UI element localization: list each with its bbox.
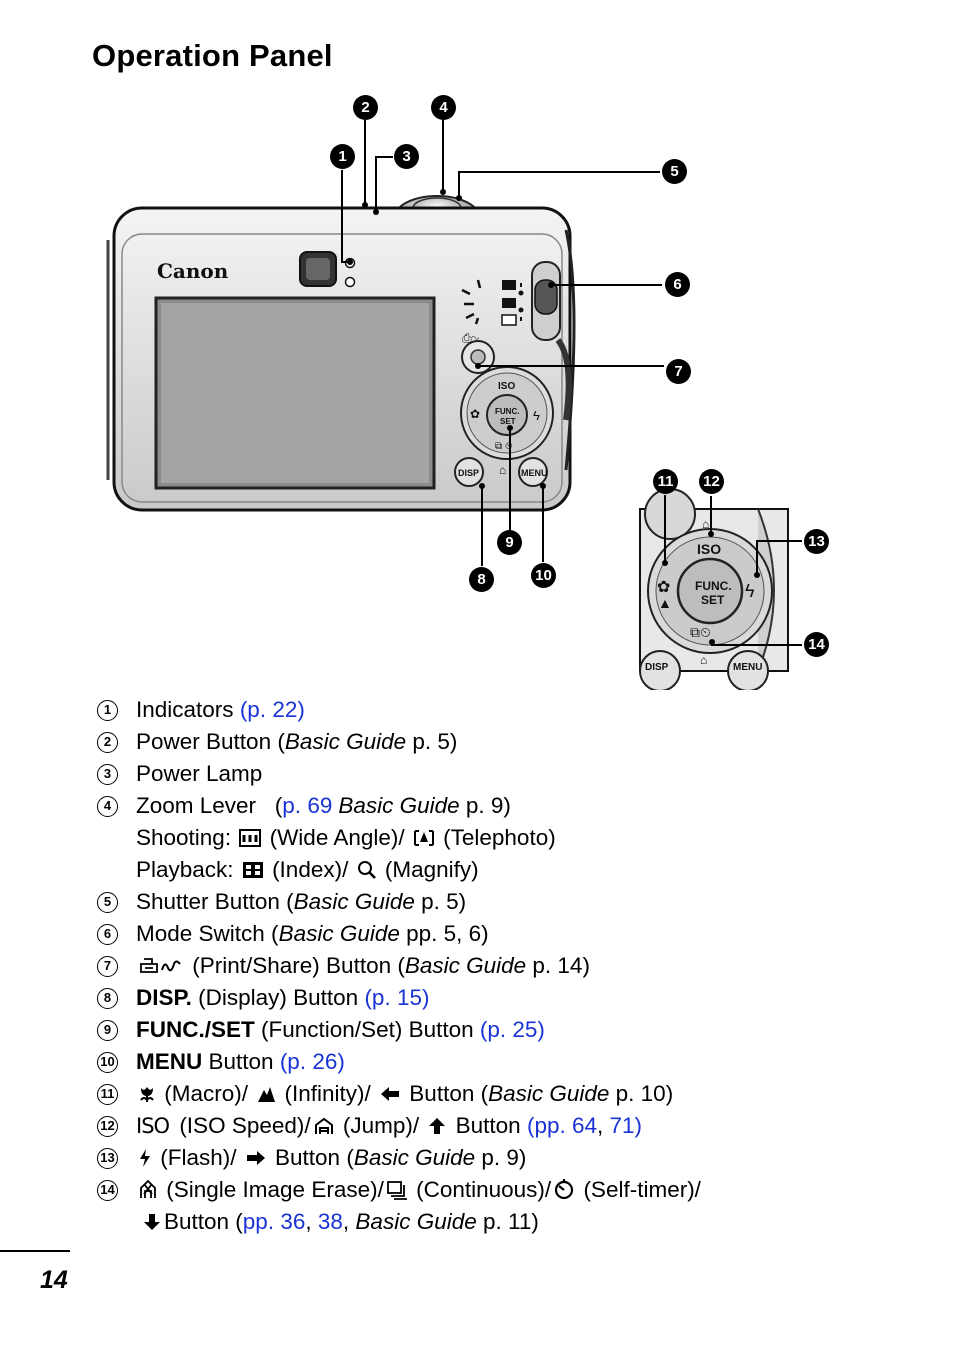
svg-text:ϟ: ϟ — [745, 581, 755, 601]
page-link[interactable]: 38 — [317, 1209, 343, 1234]
svg-text:SET: SET — [701, 593, 725, 607]
legend-list: 1 Indicators (p. 22) 2 Power Button (Bas… — [96, 694, 926, 1238]
callout-7: 7 — [666, 359, 691, 384]
callout-13: 13 — [804, 529, 829, 554]
callout-8: 8 — [469, 567, 494, 592]
playback-mode-icon — [501, 314, 517, 326]
svg-text:⧉⏲: ⧉⏲ — [690, 624, 711, 640]
callout-3: 3 — [394, 144, 419, 169]
legend-item-10: 10 MENU Button (p. 26) — [96, 1046, 926, 1078]
callout-14: 14 — [804, 632, 829, 657]
up-arrow-icon — [429, 1118, 446, 1134]
disp-button — [454, 457, 484, 487]
legend-item-14-continued: Button (pp. 36, 38, Basic Guide p. 11) — [96, 1206, 926, 1238]
svg-text:⌂: ⌂ — [702, 517, 709, 531]
magnify-icon — [357, 861, 376, 879]
svg-text:MENU: MENU — [521, 468, 548, 478]
callout-5: 5 — [662, 159, 687, 184]
erase-icon: ⌂ — [499, 463, 506, 477]
macro-icon: ✿ — [470, 407, 480, 421]
svg-text:ISO: ISO — [697, 541, 721, 557]
callout-12: 12 — [699, 469, 724, 494]
page-link[interactable]: (p. 22) — [239, 697, 305, 722]
callout-11: 11 — [653, 469, 678, 494]
svg-text:▲: ▲ — [658, 595, 672, 611]
callout-10: 10 — [531, 563, 556, 588]
svg-text:FUNC.: FUNC. — [695, 579, 732, 593]
continuous-timer-icon: ⧉ ⏲ — [495, 441, 513, 452]
legend-item-5: 5 Shutter Button (Basic Guide p. 5) — [96, 886, 926, 918]
legend-item-8: 8 DISP. (Display) Button (p. 15) — [96, 982, 926, 1014]
mode-switch-knob — [534, 279, 558, 315]
indicator-lower — [344, 276, 356, 288]
continuous-icon — [386, 1181, 407, 1200]
svg-text:SET: SET — [500, 417, 516, 426]
page-link[interactable]: p. 69 — [282, 793, 333, 818]
svg-text:✿: ✿ — [657, 579, 670, 596]
svg-text:DISP: DISP — [645, 662, 669, 673]
footer-rule — [0, 1250, 70, 1252]
page-link[interactable]: (p. 15) — [364, 985, 430, 1010]
page-link[interactable]: (pp. 64 — [526, 1113, 598, 1138]
legend-item-4-playback: Playback: (Index)/ (Magnify) — [136, 857, 479, 882]
callout-6: 6 — [665, 272, 690, 297]
iso-label: ISO — [498, 381, 515, 392]
page-number: 14 — [40, 1266, 68, 1294]
infinity-icon — [258, 1087, 276, 1102]
left-arrow-icon — [381, 1087, 400, 1101]
legend-item-2: 2 Power Button (Basic Guide p. 5) — [96, 726, 926, 758]
callout-9: 9 — [497, 530, 522, 555]
legend-item-13: 13 (Flash)/ Button (Basic Guide p. 9) — [96, 1142, 926, 1174]
index-icon — [242, 862, 263, 878]
jump-icon — [314, 1117, 333, 1134]
flash-icon: ϟ — [533, 408, 540, 423]
legend-item-9: 9 FUNC./SET (Function/Set) Button (p. 25… — [96, 1014, 926, 1046]
svg-text:FUNC.: FUNC. — [495, 407, 519, 416]
legend-item-4-shooting: Shooting: (Wide Angle)/ (Telephoto) — [136, 825, 556, 850]
brand-logo: Canon — [157, 259, 229, 283]
svg-text:MENU: MENU — [733, 662, 762, 673]
menu-button — [518, 457, 548, 487]
print-share-icon — [140, 958, 181, 973]
page-link[interactable]: (p. 25) — [479, 1017, 545, 1042]
callout-1: 1 — [330, 144, 355, 169]
legend-item-1: 1 Indicators (p. 22) — [96, 694, 926, 726]
page-link[interactable]: 71) — [609, 1113, 643, 1138]
callout-2: 2 — [353, 95, 378, 120]
page-link[interactable]: pp. 36 — [242, 1209, 306, 1234]
wide-angle-icon — [239, 829, 262, 847]
page-link[interactable]: (p. 26) — [279, 1049, 345, 1074]
down-arrow-icon — [144, 1214, 160, 1230]
single-erase-icon — [140, 1179, 156, 1198]
legend-item-11: 11 (Macro)/ (Infinity)/ Button (Basic Gu… — [96, 1078, 926, 1110]
camera-mode-icon — [502, 280, 516, 290]
svg-text:⌂: ⌂ — [700, 653, 707, 667]
svg-text:DISP: DISP — [458, 468, 479, 478]
movie-mode-icon — [502, 298, 516, 308]
flash-icon — [140, 1149, 150, 1167]
macro-icon — [140, 1087, 154, 1102]
page-title: Operation Panel — [92, 38, 333, 73]
telephoto-icon — [413, 830, 434, 846]
callout-4: 4 — [431, 95, 456, 120]
camera-back-diagram: Canon ⎙∿ ISO FUNC. SET ✿ ϟ ⧉ ⏲ DISP ⌂ ME… — [106, 120, 802, 690]
legend-item-3: 3 Power Lamp — [96, 758, 926, 790]
legend-item-6: 6 Mode Switch (Basic Guide pp. 5, 6) — [96, 918, 926, 950]
func-set-button — [486, 394, 528, 436]
legend-item-7: 7 (Print/Share) Button (Basic Guide p. 1… — [96, 950, 926, 982]
self-timer-icon — [555, 1179, 574, 1200]
dial-detail-inset: ISO FUNC. SET ✿ ▲ ϟ ⧉⏲ ⌂ DISP ⌂ MENU — [639, 488, 789, 690]
legend-item-12: 12 ISO (ISO Speed)/ (Jump)/ Button (pp. … — [96, 1110, 926, 1142]
legend-item-14: 14 (Single Image Erase)/ (Continuous)/ (… — [96, 1174, 926, 1206]
right-arrow-icon — [246, 1151, 265, 1165]
